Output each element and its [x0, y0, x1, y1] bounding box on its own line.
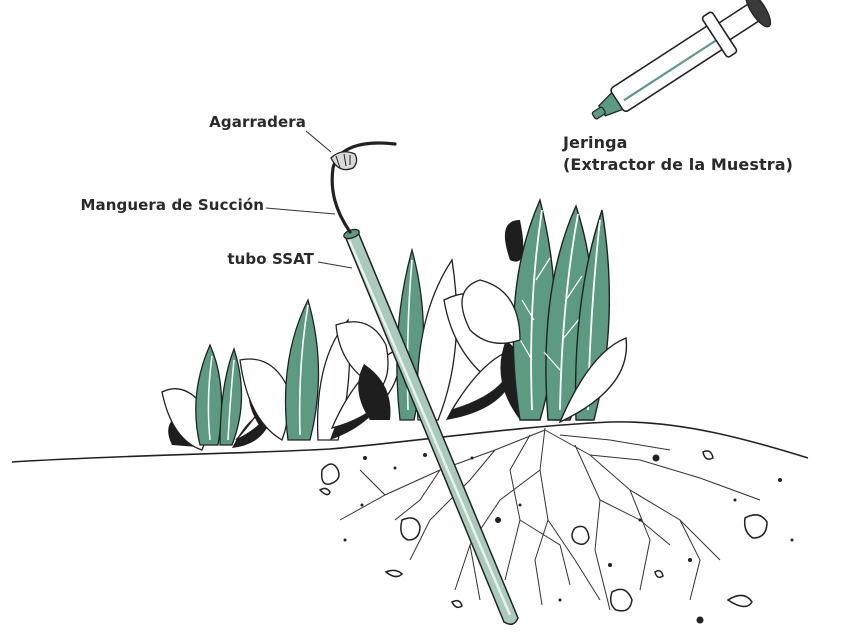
- ssat-tube: [343, 228, 519, 625]
- hose-clamp: [330, 151, 358, 171]
- label-suction-hose: Manguera de Succión: [80, 196, 264, 214]
- plant-4: [461, 197, 628, 424]
- syringe-illustration: [591, 0, 772, 120]
- suction-hose: [330, 141, 397, 234]
- label-ssat-tube: tubo SSAT: [227, 250, 314, 268]
- label-handle: Agarradera: [209, 113, 306, 131]
- ground-line: [11, 421, 809, 463]
- label-syringe-line2: (Extractor de la Muestra): [563, 155, 794, 174]
- label-syringe: Jeringa (Extractor de la Muestra): [563, 132, 793, 176]
- soil-dots: [343, 453, 794, 624]
- label-syringe-line1: Jeringa: [563, 133, 628, 152]
- leader-lines: [265, 130, 353, 269]
- soil-particles: [318, 450, 768, 612]
